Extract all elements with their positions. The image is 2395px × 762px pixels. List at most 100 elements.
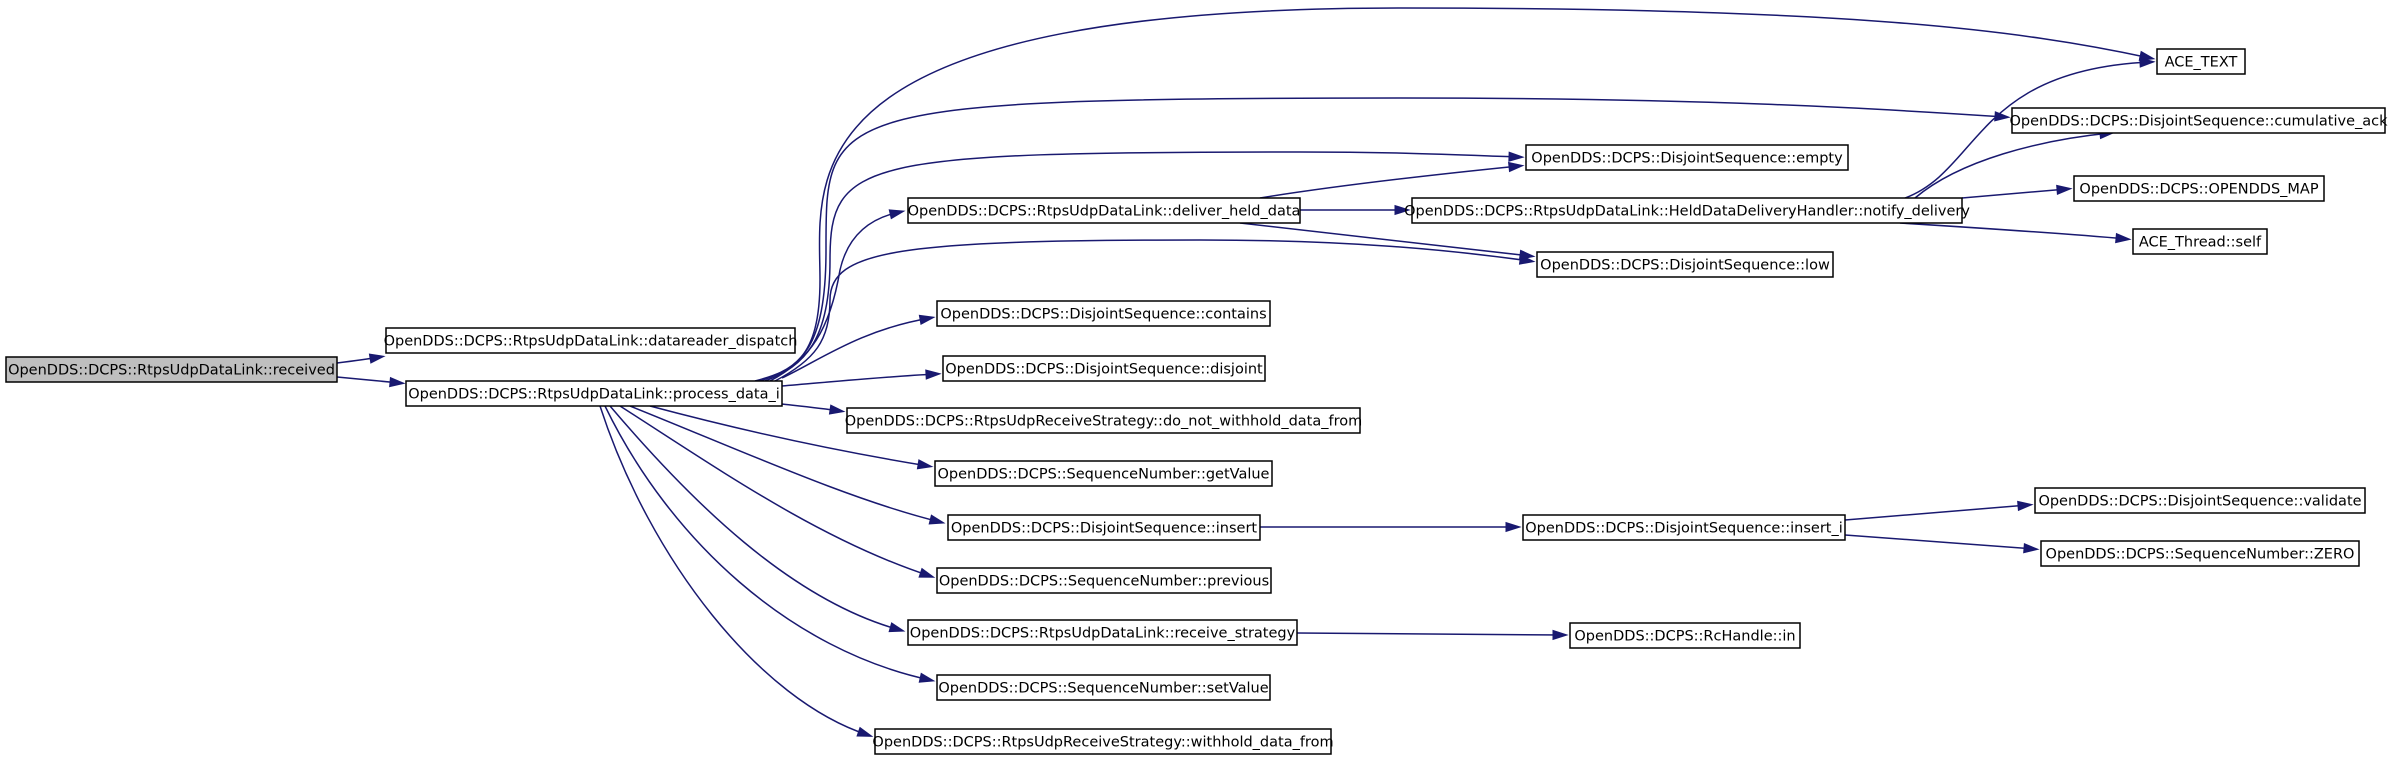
node-box[interactable]	[907, 619, 1298, 646]
node-label: OpenDDS::DCPS::DisjointSequence::insert	[951, 521, 1258, 537]
node-label: OpenDDS::DCPS::DisjointSequence::low	[1540, 258, 1830, 274]
node-box[interactable]	[405, 380, 783, 407]
node-getvalue[interactable]: OpenDDS::DCPS::SequenceNumber::getValue	[934, 460, 1273, 487]
edge-line	[774, 239, 1531, 382]
node-empty[interactable]: OpenDDS::DCPS::DisjointSequence::empty	[1525, 144, 1849, 171]
node-box[interactable]	[942, 355, 1266, 382]
node-opendds_map[interactable]: OpenDDS::DCPS::OPENDDS_MAP	[2073, 175, 2325, 202]
node-label: OpenDDS::DCPS::RtpsUdpDataLink::receive_…	[910, 626, 1296, 642]
node-box[interactable]	[2156, 48, 2246, 75]
arrowhead-icon	[828, 404, 846, 415]
node-notify_delivery[interactable]: OpenDDS::DCPS::RtpsUdpDataLink::HeldData…	[1404, 197, 1970, 224]
edge-process_data_i-to-withhold	[599, 405, 874, 737]
node-label: ACE_TEXT	[2165, 55, 2238, 71]
node-box[interactable]	[846, 407, 1361, 434]
edge-line	[1961, 188, 2068, 199]
edge-line	[599, 405, 869, 736]
node-box[interactable]	[1525, 144, 1849, 171]
edge-line	[781, 317, 931, 379]
node-label: ACE_Thread::self	[2139, 235, 2262, 251]
node-contains[interactable]: OpenDDS::DCPS::DisjointSequence::contain…	[936, 300, 1271, 327]
node-datareader_dispatch[interactable]: OpenDDS::DCPS::RtpsUdpDataLink::dataread…	[384, 327, 798, 354]
node-label: OpenDDS::DCPS::SequenceNumber::previous	[939, 574, 1269, 590]
node-rchandle_in[interactable]: OpenDDS::DCPS::RcHandle::in	[1569, 622, 1801, 649]
node-label: OpenDDS::DCPS::DisjointSequence::insert_…	[1525, 521, 1843, 537]
node-label: OpenDDS::DCPS::DisjointSequence::contain…	[940, 307, 1266, 323]
node-box[interactable]	[947, 514, 1261, 541]
edge-line	[1239, 222, 1531, 257]
node-label: OpenDDS::DCPS::DisjointSequence::validat…	[2038, 494, 2361, 510]
arrowhead-icon	[389, 376, 406, 388]
node-label: OpenDDS::DCPS::SequenceNumber::setValue	[938, 681, 1268, 697]
arrowhead-icon	[2115, 232, 2132, 244]
node-box[interactable]	[2034, 487, 2366, 514]
node-zero[interactable]: OpenDDS::DCPS::SequenceNumber::ZERO	[2040, 540, 2360, 567]
edge-process_data_i-to-deliver_held_data	[769, 209, 906, 382]
node-box[interactable]	[2132, 228, 2268, 255]
arrowhead-icon	[925, 369, 942, 380]
arrowhead-icon	[918, 567, 936, 578]
node-box[interactable]	[936, 567, 1272, 594]
node-box[interactable]	[936, 674, 1271, 701]
node-insert_i[interactable]: OpenDDS::DCPS::DisjointSequence::insert_…	[1522, 514, 1846, 541]
edge-line	[1914, 132, 2111, 199]
node-ace_text[interactable]: ACE_TEXT	[2156, 48, 2246, 75]
node-box[interactable]	[1536, 251, 1834, 278]
arrowhead-icon	[1394, 204, 1411, 216]
node-box[interactable]	[1411, 197, 1963, 224]
arrowhead-icon	[918, 314, 936, 325]
node-disjoint[interactable]: OpenDDS::DCPS::DisjointSequence::disjoin…	[942, 355, 1266, 382]
node-label: OpenDDS::DCPS::RtpsUdpReceiveStrategy::w…	[872, 735, 1333, 751]
node-box[interactable]	[1569, 622, 1801, 649]
node-box[interactable]	[907, 197, 1301, 224]
node-box[interactable]	[5, 356, 338, 383]
edge-process_data_i-to-ace_text	[754, 7, 2156, 382]
node-label: OpenDDS::DCPS::RcHandle::in	[1574, 629, 1795, 645]
node-cumulative_ack[interactable]: OpenDDS::DCPS::DisjointSequence::cumulat…	[2010, 107, 2389, 134]
node-box[interactable]	[2011, 107, 2386, 134]
node-box[interactable]	[385, 327, 796, 354]
node-do_not_withhold[interactable]: OpenDDS::DCPS::RtpsUdpReceiveStrategy::d…	[845, 407, 1362, 434]
node-insert[interactable]: OpenDDS::DCPS::DisjointSequence::insert	[947, 514, 1261, 541]
node-previous[interactable]: OpenDDS::DCPS::SequenceNumber::previous	[936, 567, 1272, 594]
edges-layer	[336, 7, 2156, 737]
edge-notify_delivery-to-ace_text	[1904, 57, 2156, 199]
node-setvalue[interactable]: OpenDDS::DCPS::SequenceNumber::setValue	[936, 674, 1271, 701]
edge-process_data_i-to-previous	[619, 405, 936, 578]
node-ace_thread_self[interactable]: ACE_Thread::self	[2132, 228, 2268, 255]
arrowhead-icon	[2023, 543, 2040, 554]
edge-line	[769, 211, 901, 382]
edge-deliver_held_data-to-notify_delivery	[1299, 204, 1411, 216]
edge-insert-to-insert_i	[1260, 521, 1522, 533]
node-withhold[interactable]: OpenDDS::DCPS::RtpsUdpReceiveStrategy::w…	[872, 728, 1334, 755]
edge-line	[1259, 165, 1520, 199]
node-deliver_held_data[interactable]: OpenDDS::DCPS::RtpsUdpDataLink::deliver_…	[907, 197, 1301, 224]
node-label: OpenDDS::DCPS::SequenceNumber::ZERO	[2046, 547, 2355, 563]
edge-process_data_i-to-insert	[629, 405, 946, 525]
node-validate[interactable]: OpenDDS::DCPS::DisjointSequence::validat…	[2034, 487, 2366, 514]
node-box[interactable]	[874, 728, 1332, 755]
edge-line	[609, 405, 901, 631]
edge-line	[1844, 534, 2035, 550]
edge-line	[754, 7, 2151, 382]
edge-line	[764, 151, 1520, 382]
node-label: OpenDDS::DCPS::DisjointSequence::empty	[1531, 151, 1843, 167]
node-received[interactable]: OpenDDS::DCPS::RtpsUdpDataLink::received	[5, 356, 338, 383]
node-box[interactable]	[1522, 514, 1846, 541]
node-box[interactable]	[2073, 175, 2325, 202]
edge-insert_i-to-validate	[1844, 500, 2034, 521]
edge-line	[1296, 632, 1564, 636]
edge-line	[759, 97, 2006, 382]
node-receive_strategy[interactable]: OpenDDS::DCPS::RtpsUdpDataLink::receive_…	[907, 619, 1298, 646]
node-box[interactable]	[934, 460, 1273, 487]
node-box[interactable]	[936, 300, 1271, 327]
node-label: OpenDDS::DCPS::RtpsUdpDataLink::HeldData…	[1404, 204, 1970, 220]
node-box[interactable]	[2040, 540, 2360, 567]
node-low[interactable]: OpenDDS::DCPS::DisjointSequence::low	[1536, 251, 1834, 278]
arrowhead-icon	[1508, 161, 1525, 173]
arrowhead-icon	[1552, 629, 1569, 641]
edge-line	[649, 405, 929, 467]
node-process_data_i[interactable]: OpenDDS::DCPS::RtpsUdpDataLink::process_…	[405, 380, 783, 407]
edge-receive_strategy-to-rchandle_in	[1296, 629, 1569, 641]
